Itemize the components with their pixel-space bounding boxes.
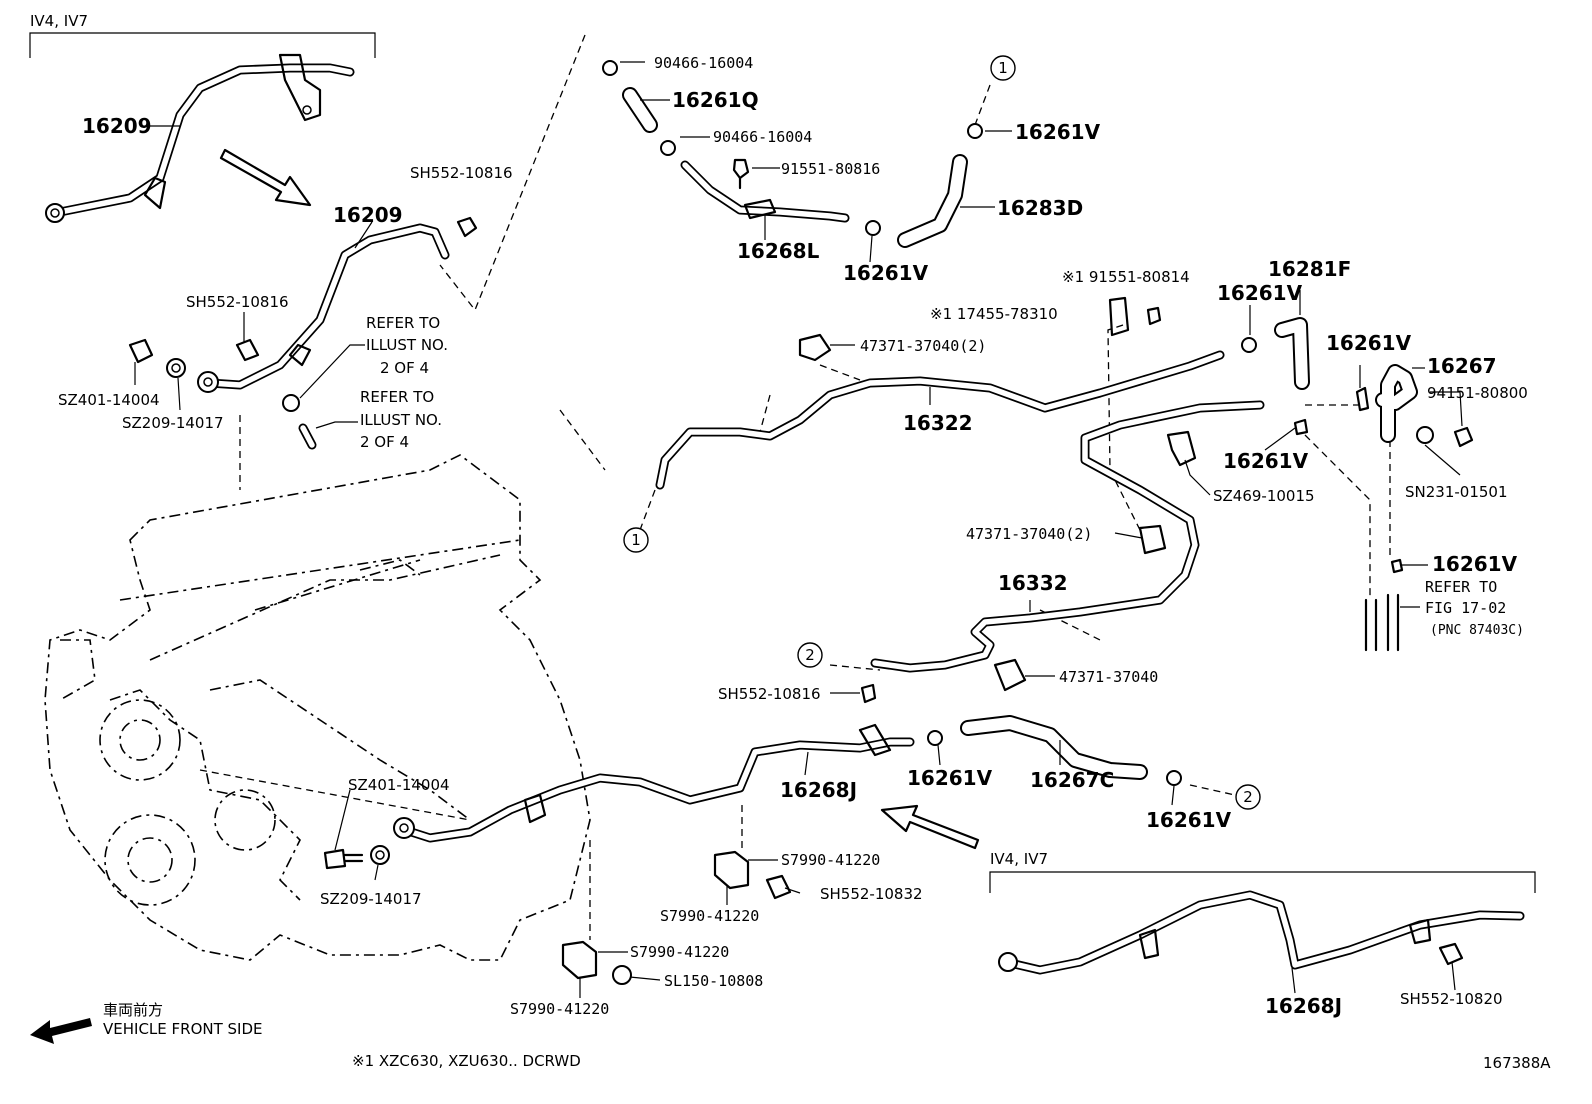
label-fastener: SN231-01501 [1405, 483, 1508, 501]
label-16268J: 16268J [1265, 994, 1342, 1018]
bolt-sh552 [128, 216, 478, 450]
label-16332: 16332 [998, 571, 1068, 595]
footnote: ※1 XZC630, XZU630.. DCRWD [352, 1052, 581, 1070]
refer-notes: REFER TO ILLUST NO. 2 OF 4 REFER TO ILLU… [299, 314, 1524, 638]
label-fastener: SZ469-10015 [1213, 487, 1315, 505]
label-fastener: 90466-16004 [654, 54, 753, 72]
inset-top-left: IV4, IV7 [29, 12, 376, 223]
refer-line: 2 OF 4 [360, 433, 409, 451]
hose-16267C [960, 715, 1182, 786]
refer-line: ILLUST NO. [360, 411, 442, 429]
front-direction: 車両前方 VEHICLE FRONT SIDE [30, 1001, 263, 1044]
leader-lines [134, 61, 1463, 998]
label-16209: 16209 [82, 114, 152, 138]
label-fastener: SZ401-14004 [58, 391, 160, 409]
label-fastener: SL150-10808 [664, 972, 763, 990]
label-fastener: 47371-37040(2) [860, 337, 986, 355]
front-label-jp: 車両前方 [103, 1001, 163, 1019]
label-fastener: 47371-37040 [1059, 668, 1158, 686]
label-fastener: SH552-10816 [410, 164, 513, 182]
refer-line: REFER TO [366, 314, 440, 332]
label-fastener: S7990-41220 [781, 851, 880, 869]
label-fastener: SH552-10832 [820, 885, 923, 903]
label-fastener: SH552-10816 [186, 293, 289, 311]
hose-16261Q [602, 60, 750, 190]
label-16261V: 16261V [1326, 331, 1412, 355]
label-16268J: 16268J [780, 778, 857, 802]
hose-16281F [1241, 317, 1310, 390]
label-fastener: 47371-37040(2) [966, 525, 1092, 543]
refer-line: REFER TO [360, 388, 434, 406]
refer-line: ILLUST NO. [366, 336, 448, 354]
leader-lines-dashed [199, 34, 1391, 940]
refer-line: REFER TO [1425, 578, 1497, 596]
label-16261V: 16261V [1432, 552, 1518, 576]
label-16283D: 16283D [997, 196, 1083, 220]
label-16261V: 16261V [1217, 281, 1303, 305]
lower-fasteners [323, 845, 792, 985]
figure-id: 167388A [1483, 1054, 1551, 1072]
part-labels: 16209 16209 16261Q 16268L 16283D 16322 1… [82, 88, 1518, 1018]
refer-line: (PNC 87403C) [1430, 623, 1524, 638]
label-fastener: SZ401-14004 [348, 776, 450, 794]
inset-arrow [219, 148, 312, 207]
label-16267: 16267 [1427, 354, 1497, 378]
label-16267C: 16267C [1030, 768, 1114, 792]
label-16261V: 16261V [907, 766, 993, 790]
refer-line: 2 OF 4 [380, 359, 429, 377]
engine-outline [44, 454, 591, 961]
circle-ref: 1 [990, 55, 1016, 81]
label-16261Q: 16261Q [672, 88, 759, 112]
svg-text:1: 1 [998, 59, 1008, 77]
label-16322: 16322 [903, 411, 973, 435]
label-16261V: 16261V [1146, 808, 1232, 832]
refer-line: FIG 17-02 [1425, 599, 1506, 617]
hose-16283D [865, 123, 983, 248]
label-fastener: 90466-16004 [713, 128, 812, 146]
label-16209: 16209 [333, 203, 403, 227]
circle-refs: 1 1 2 2 [623, 55, 1261, 810]
label-16268L: 16268L [737, 239, 820, 263]
label-fastener: 91551-80816 [781, 160, 880, 178]
circle-ref: 2 [1235, 784, 1261, 810]
hose-16267 [1293, 364, 1474, 652]
fastener-labels: 90466-16004 90466-16004 91551-80816 SH55… [58, 54, 1528, 1018]
label-fastener: 94151-80800 [1427, 384, 1528, 402]
label-fastener: SH552-10816 [718, 685, 821, 703]
svg-text:2: 2 [1243, 788, 1253, 806]
inset-bottom-right: IV4, IV7 [989, 850, 1536, 975]
label-16261V: 16261V [1015, 120, 1101, 144]
variant-label: IV4, IV7 [990, 850, 1048, 868]
inset-arrow-2 [880, 804, 980, 850]
tube-16268L [680, 160, 850, 223]
label-fastener: ※1 17455-78310 [930, 305, 1058, 323]
label-fastener: SH552-10820 [1400, 990, 1503, 1008]
tube-16322 [655, 296, 1225, 490]
label-fastener: S7990-41220 [660, 907, 759, 925]
tube-16209 [197, 223, 450, 393]
front-arrow-icon [30, 1018, 92, 1044]
label-16281F: 16281F [1268, 257, 1351, 281]
tube-16268J [393, 683, 943, 843]
svg-text:2: 2 [805, 646, 815, 664]
front-label-en: VEHICLE FRONT SIDE [103, 1020, 263, 1038]
label-fastener: ※1 91551-80814 [1062, 268, 1190, 286]
label-fastener: SZ209-14017 [122, 414, 224, 432]
label-fastener: S7990-41220 [510, 1000, 609, 1018]
circle-ref: 1 [623, 527, 649, 553]
svg-text:1: 1 [631, 531, 641, 549]
label-fastener: S7990-41220 [630, 943, 729, 961]
circle-ref: 2 [797, 642, 823, 668]
variant-label: IV4, IV7 [30, 12, 88, 30]
label-16261V: 16261V [843, 261, 929, 285]
label-fastener: SZ209-14017 [320, 890, 422, 908]
tube-16332 [870, 400, 1265, 692]
label-16261V: 16261V [1223, 449, 1309, 473]
